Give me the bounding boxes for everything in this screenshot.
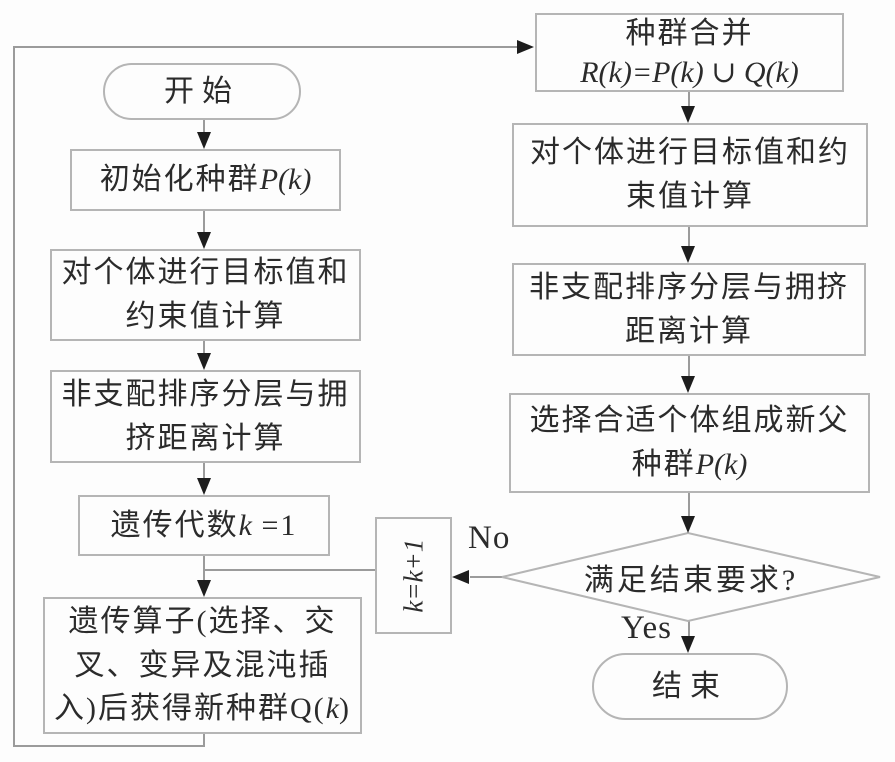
connector-sort-generation	[203, 463, 205, 480]
merge-formula-label: R(k)=P(k) ∪ Q(k)	[580, 55, 799, 89]
select-parents-node: 选择合适个体组成新父 种群P(k)	[509, 393, 870, 493]
start-node: 开始	[103, 63, 301, 120]
nondominated-sort-left-node: 非支配排序分层与拥 挤距离计算	[50, 370, 361, 463]
generation-counter-node: 遗传代数k =1	[78, 495, 330, 556]
init-label: 初始化种群	[99, 163, 260, 197]
merge-population-node: 种群合并 R(k)=P(k) ∪ Q(k)	[535, 13, 844, 92]
arrow-down-icon	[681, 636, 695, 653]
genetic-line3-label: 入)后获得新种群Q(	[54, 692, 326, 726]
genetic-line3-math-label: k	[325, 692, 339, 726]
genetic-line2: 叉、变异及混沌插	[74, 648, 331, 682]
sort-left-line2: 挤距离计算	[125, 421, 286, 455]
generation-math-label: k	[238, 508, 252, 542]
arrow-left-icon	[452, 570, 469, 584]
decision-label: 满足结束要求?	[583, 564, 799, 597]
init-math-label: P(k)	[259, 163, 312, 197]
arrow-right-icon	[517, 40, 534, 54]
merge-line1: 种群合并	[625, 16, 754, 50]
arrow-down-icon	[197, 478, 211, 495]
objective-right-line1: 对个体进行目标值和约	[530, 136, 850, 170]
loop-line-top	[13, 46, 517, 48]
objective-calc-right-node: 对个体进行目标值和约 束值计算	[512, 123, 868, 227]
genetic-operators-node: 遗传算子(选择、交 叉、变异及混沌插 入)后获得新种群Q(k)	[43, 597, 362, 734]
sort-right-line2: 距离计算	[625, 314, 753, 348]
loop-line-bottom-stub	[203, 734, 205, 747]
objective-left-line1: 对个体进行目标值和	[61, 256, 350, 290]
start-label: 开始	[164, 74, 240, 108]
no-edge-label: No	[468, 520, 511, 556]
increment-node: k=k+1	[375, 517, 452, 634]
decision-node: 满足结束要求?	[500, 531, 882, 623]
nondominated-sort-right-node: 非支配排序分层与拥挤 距离计算	[512, 263, 866, 356]
connector-objective-sort-right	[688, 227, 690, 248]
decision-no-line	[470, 576, 503, 578]
connector-sort-select	[688, 356, 690, 378]
yes-edge-label: Yes	[621, 610, 673, 646]
init-population-node: 初始化种群P(k)	[70, 149, 341, 211]
connector-select-decision	[688, 493, 690, 518]
sort-right-line1: 非支配排序分层与拥挤	[529, 270, 849, 304]
arrow-down-icon	[681, 376, 695, 393]
loop-line-bottom	[13, 745, 205, 747]
select-line2-label: 种群	[631, 448, 696, 481]
objective-calc-left-node: 对个体进行目标值和 约束值计算	[50, 249, 361, 341]
arrow-down-icon	[681, 246, 695, 263]
connector-merge-objective	[688, 91, 690, 109]
select-line1: 选择合适个体组成新父	[529, 404, 850, 438]
connector-decision-end	[688, 620, 690, 638]
connector-init-objective	[203, 211, 205, 233]
sort-left-line1: 非支配排序分层与拥	[61, 377, 350, 411]
objective-left-line2: 约束值计算	[125, 300, 286, 333]
generation-label: 遗传代数	[110, 508, 239, 542]
decision-diamond-shape	[501, 531, 881, 623]
increment-label: k=k+1	[397, 538, 428, 613]
generation-suffix-label: =1	[251, 508, 298, 542]
arrow-down-icon	[681, 106, 695, 123]
loop-line-left	[13, 47, 15, 747]
genetic-line1: 遗传算子(选择、交	[68, 604, 337, 638]
arrow-down-icon	[197, 580, 211, 597]
connector-objective-sort	[203, 341, 205, 355]
connector-start-init	[203, 119, 205, 134]
end-node: 结束	[592, 653, 788, 720]
arrow-down-icon	[681, 516, 695, 533]
increment-return-line	[204, 569, 375, 571]
genetic-line3-suffix-label: )	[338, 692, 351, 726]
arrow-down-icon	[197, 353, 211, 370]
arrow-down-icon	[197, 132, 211, 149]
objective-right-line2: 束值计算	[626, 180, 754, 213]
arrow-down-icon	[197, 232, 211, 249]
end-label: 结束	[652, 669, 728, 703]
select-line2-math-label: P(k)	[695, 448, 748, 481]
